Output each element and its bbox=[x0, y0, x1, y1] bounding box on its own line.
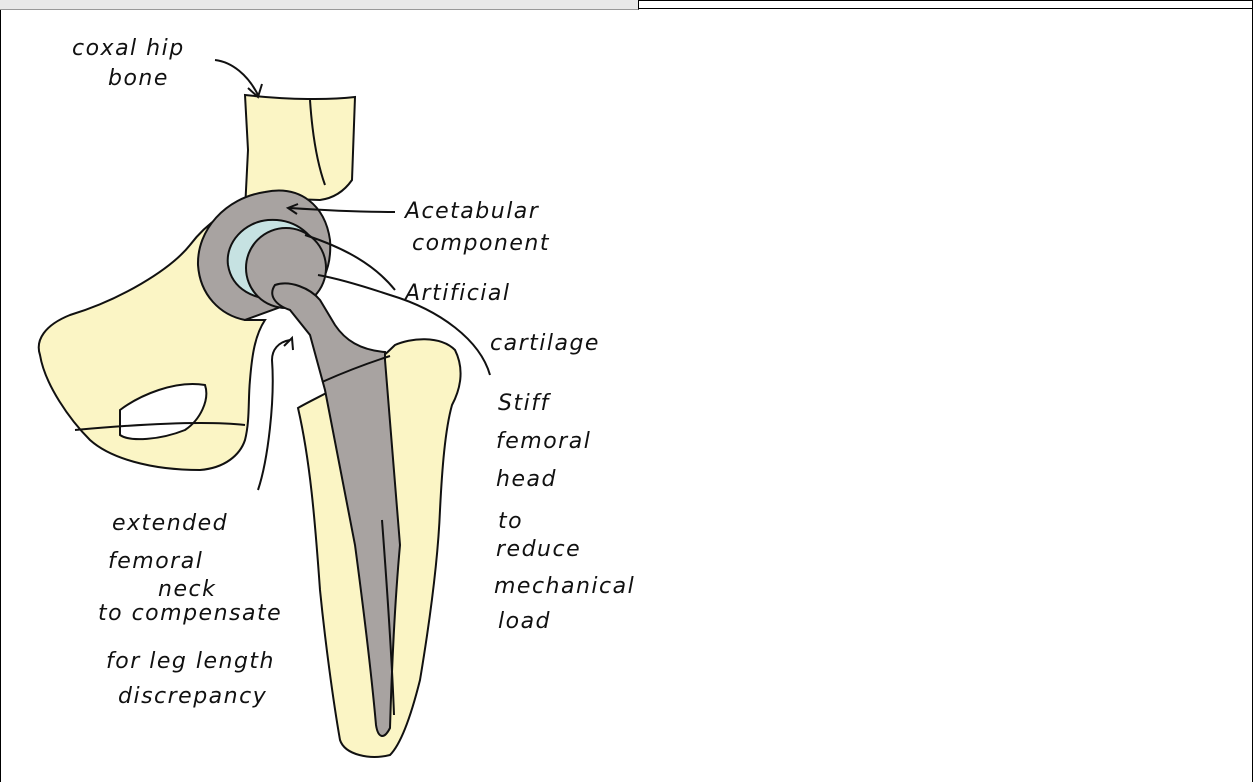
leader-neck bbox=[258, 340, 290, 490]
label-acetabular-component: Acetabular component bbox=[403, 199, 550, 256]
label-extended-femoral-neck: extended femoral neck to compensate for … bbox=[98, 511, 291, 709]
label-coxal-hip-bone: coxal hip bone bbox=[72, 36, 193, 91]
leader-coxal bbox=[215, 60, 258, 95]
label-stiff-femoral-head: Stiff femoral head to reduce mechanical … bbox=[494, 391, 644, 634]
